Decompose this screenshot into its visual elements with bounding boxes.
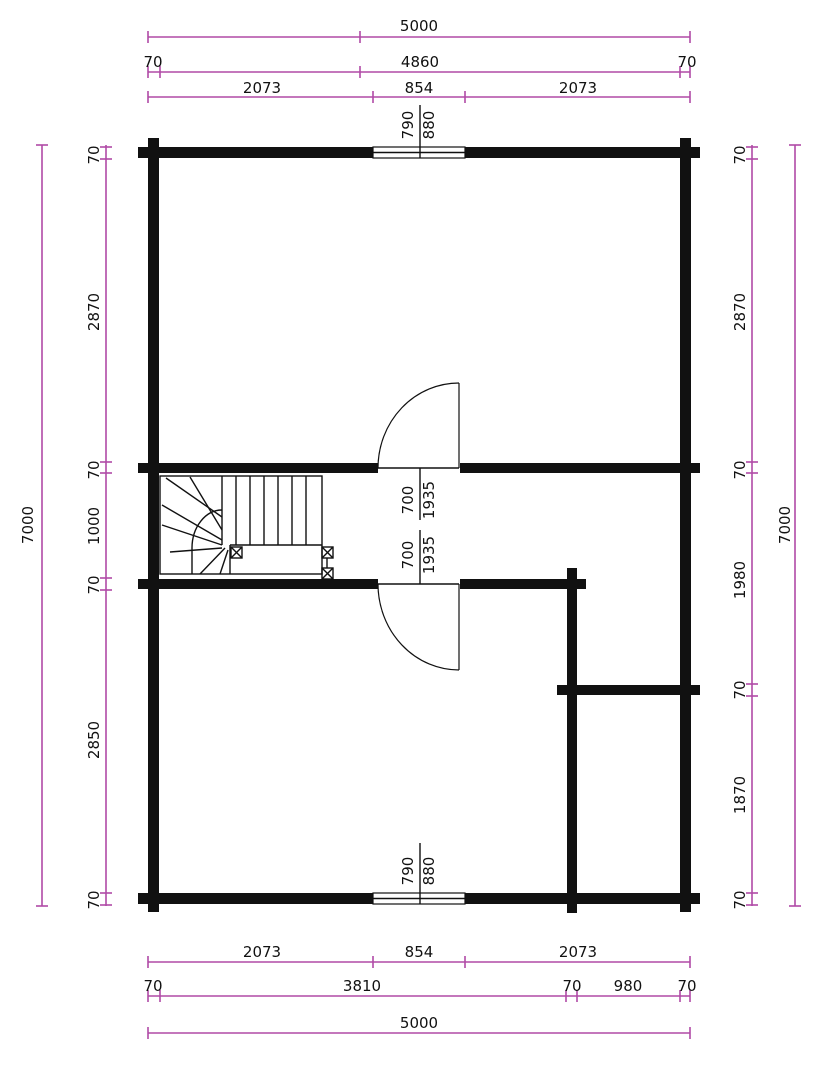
bottom-window-width-a: 790 [399,857,417,886]
windows: 790 880 790 880 [372,105,466,905]
lower-door-swing [377,583,460,671]
top-wall-left [138,147,373,158]
right-seg-label: 1870 [731,776,749,814]
bottom-wall-left [138,893,373,904]
upper-door-height-b: 1935 [420,481,438,519]
left-seg-label: 70 [85,460,103,479]
left-wall [148,138,159,912]
mid-wall-left [138,463,378,473]
top-row3-mid-label: 854 [405,79,434,97]
right-wall [680,138,691,912]
bottom-row2-a-label: 70 [143,977,162,995]
right-seg-label: 2870 [731,293,749,331]
top-wall-right [465,147,700,158]
left-seg-label: 70 [85,145,103,164]
staircase [159,475,334,580]
lower-mid-wall-right [460,579,586,589]
lower-mid-wall-left [138,579,378,589]
stair-outline [159,475,323,575]
right-seg-label: 70 [731,145,749,164]
right-seg-label: 70 [731,890,749,909]
bottom-row1-left-label: 2073 [243,943,281,961]
right-seg-label: 70 [731,680,749,699]
top-dimensions: 5000 70 4860 70 2073 854 2073 [143,17,697,103]
top-row2-mid-label: 4860 [401,53,439,71]
bottom-row2-d-label: 980 [614,977,643,995]
top-window-width-a: 790 [399,111,417,140]
bottom-dimensions: 2073 854 2073 70 3810 70 980 70 5000 [143,943,697,1039]
bottom-row2-b-label: 3810 [343,977,381,995]
upper-door-swing [377,382,460,469]
stair-handrail [191,509,223,574]
bottom-wall-right [465,893,700,904]
bottom-row1-mid-label: 854 [405,943,434,961]
top-row2-left-label: 70 [143,53,162,71]
partition-wall [567,568,577,913]
right-total-label: 7000 [776,506,794,544]
stair-post-icon [230,546,243,559]
top-window-width-b: 880 [420,111,438,140]
right-dimensions: 70 2870 70 1980 70 1870 70 7000 [731,144,801,910]
walls [138,138,700,913]
top-total-label: 5000 [400,17,438,35]
lower-door-height-b: 1935 [420,536,438,574]
bottom-row2-e-label: 70 [677,977,696,995]
top-row2-right-label: 70 [677,53,696,71]
top-row3-right-label: 2073 [559,79,597,97]
right-seg-label: 70 [731,460,749,479]
right-seg-label: 1980 [731,561,749,599]
upper-door-width-a: 700 [399,486,417,515]
bottom-window-width-b: 880 [420,857,438,886]
lower-door-width-a: 700 [399,541,417,570]
left-seg-label: 2870 [85,293,103,331]
left-seg-label: 70 [85,575,103,594]
doors: 700 1935 700 1935 [377,382,460,671]
bath-wall [557,685,700,695]
left-seg-label: 70 [85,890,103,909]
left-total-label: 7000 [19,506,37,544]
left-dimensions: 7000 70 2870 70 1000 70 2850 70 [19,144,112,910]
left-seg-label: 1000 [85,507,103,545]
bottom-row1-right-label: 2073 [559,943,597,961]
top-row3-left-label: 2073 [243,79,281,97]
left-seg-label: 2850 [85,721,103,759]
mid-wall-right [460,463,700,473]
bottom-total-label: 5000 [400,1014,438,1032]
bottom-row2-c-label: 70 [562,977,581,995]
